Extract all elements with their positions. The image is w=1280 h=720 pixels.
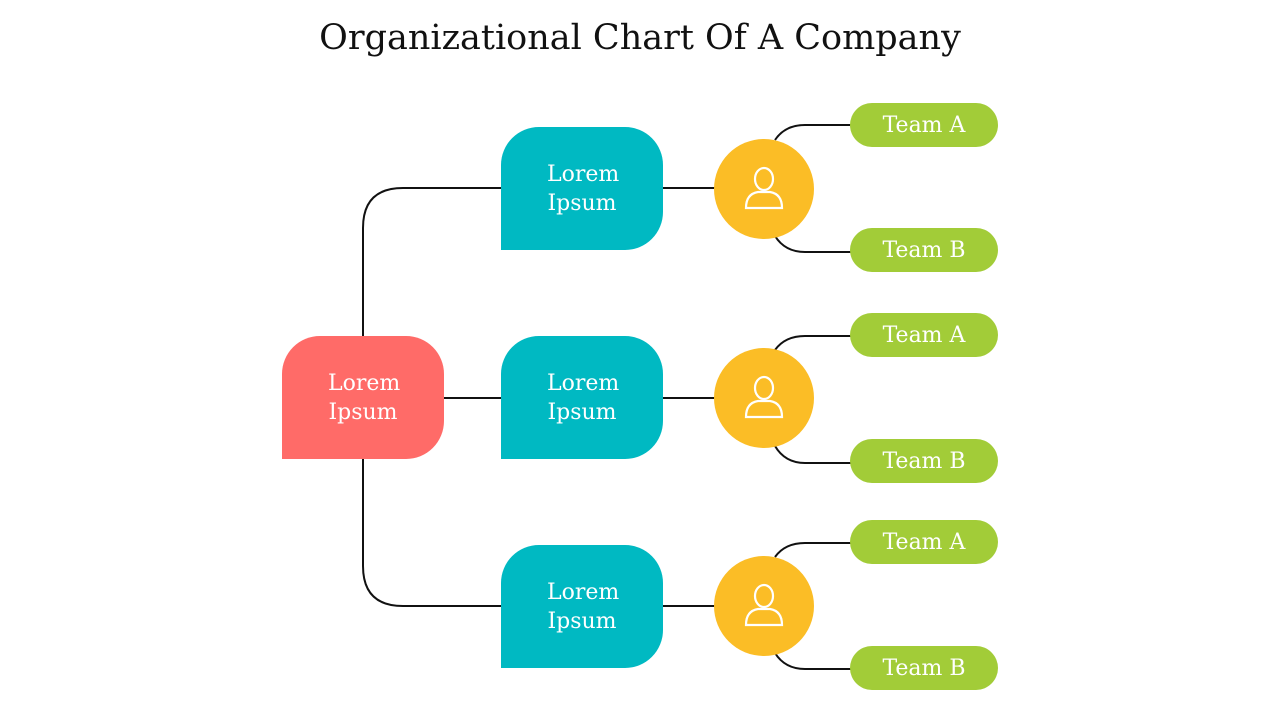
connector-manager-3-team-b — [774, 652, 851, 670]
connector-root-branch-3 — [362, 458, 502, 607]
branch-node-label: Lorem Ipsum — [547, 161, 620, 216]
connector-manager-2-team-a — [774, 335, 851, 351]
person-icon — [744, 166, 784, 210]
branch-node-label: Lorem Ipsum — [547, 579, 620, 634]
root-node-label: Lorem Ipsum — [328, 370, 401, 425]
manager-node-3 — [714, 556, 814, 656]
team-pill-1b: Team B — [850, 228, 998, 272]
person-icon — [744, 375, 784, 419]
connector-manager-1-team-a — [774, 124, 851, 141]
branch-node-3: Lorem Ipsum — [501, 545, 663, 668]
manager-node-2 — [714, 348, 814, 448]
team-pill-2b: Team B — [850, 439, 998, 483]
connector-manager-2-team-b — [774, 445, 851, 464]
page-title: Organizational Chart Of A Company — [319, 18, 961, 58]
team-pill-1a: Team A — [850, 103, 998, 147]
branch-node-label: Lorem Ipsum — [547, 370, 620, 425]
connector-root-branch-1 — [362, 187, 502, 336]
root-node: Lorem Ipsum — [282, 336, 444, 459]
connector-manager-1-team-b — [774, 235, 851, 253]
team-pill-2a: Team A — [850, 313, 998, 357]
connector-manager-3-team-a — [774, 542, 851, 558]
branch-node-2: Lorem Ipsum — [501, 336, 663, 459]
team-pill-3a: Team A — [850, 520, 998, 564]
branch-node-1: Lorem Ipsum — [501, 127, 663, 250]
person-icon — [744, 583, 784, 627]
team-pill-3b: Team B — [850, 646, 998, 690]
manager-node-1 — [714, 139, 814, 239]
